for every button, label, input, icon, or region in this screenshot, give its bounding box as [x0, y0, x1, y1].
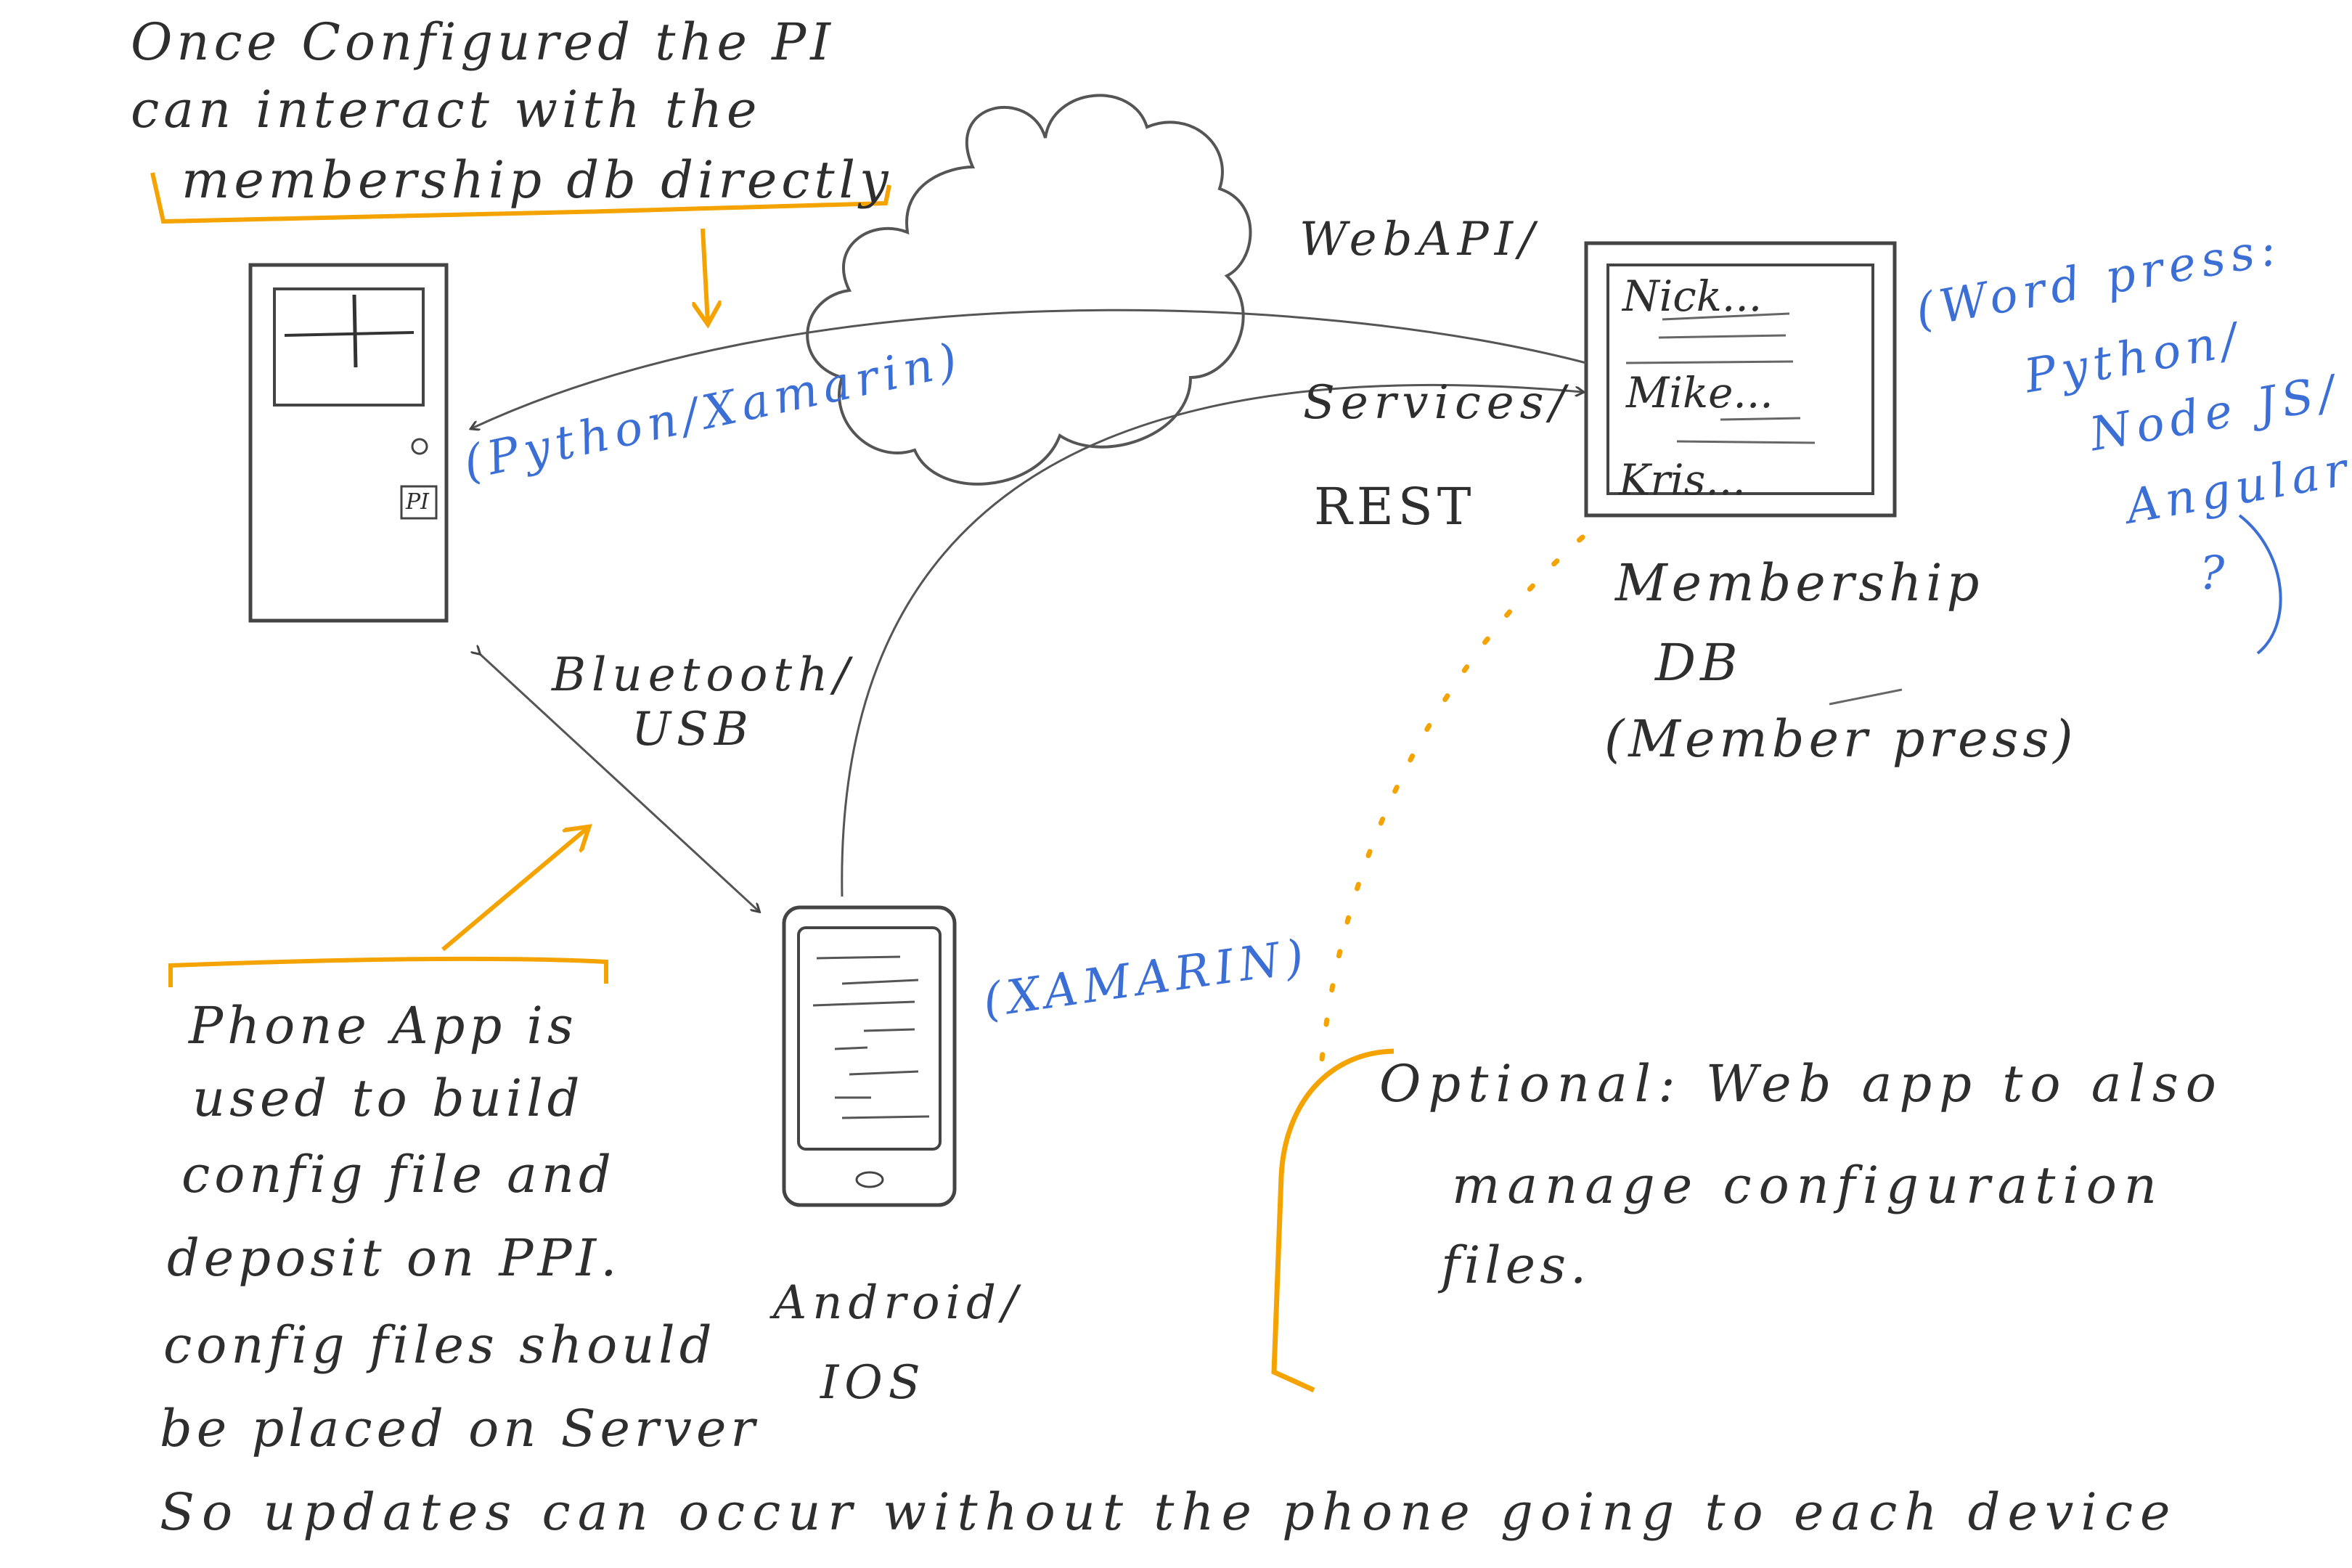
- membership-db-tablet: [1584, 241, 1897, 518]
- phone-caption-line-1: Android/: [773, 1276, 1024, 1330]
- db-caption-line-3: (Member press): [1604, 709, 2078, 769]
- label-rest: REST: [1314, 477, 1476, 536]
- label-bluetooth: Bluetooth/: [552, 648, 855, 702]
- phone-home-button: [855, 1171, 884, 1188]
- db-entry-line: [1658, 334, 1787, 339]
- db-entry-line: [1625, 360, 1794, 364]
- note-bottom-left-line-6: be placed on Server: [160, 1399, 759, 1458]
- phone-screen-line: [834, 1046, 868, 1050]
- pi-screen-cross-v: [352, 294, 358, 368]
- phone-caption-line-2: IOS: [820, 1356, 926, 1410]
- phone-screen-line: [863, 1028, 915, 1032]
- phone-screen-line: [816, 955, 901, 960]
- highlight-brace-optional: [1271, 1048, 1395, 1393]
- note-optional-line-1: Optional: Web app to also: [1379, 1054, 2224, 1114]
- db-entry-mike: Mike...: [1626, 368, 1773, 417]
- note-optional-line-2: manage configuration: [1452, 1156, 2164, 1215]
- note-bottom-left-line-5: config files should: [163, 1315, 716, 1375]
- phone-screen-line: [841, 1115, 930, 1119]
- cloud-shape: [806, 94, 1252, 486]
- phone-device: [782, 905, 957, 1207]
- highlight-bracket-bottom: [168, 956, 608, 987]
- note-bottom-line: So updates can occur without the phone g…: [160, 1482, 2178, 1542]
- note-bottom-left-line-3: config file and: [181, 1145, 616, 1204]
- note-optional-line-3: files.: [1441, 1236, 1591, 1295]
- pi-device: [248, 263, 449, 623]
- pi-tag: PI: [406, 489, 430, 515]
- phone-screen-line: [841, 979, 919, 985]
- db-entry-line: [1676, 440, 1816, 444]
- highlight-arrow-to-bluetooth: [441, 828, 588, 952]
- arrow-db-to-pi: [472, 309, 1587, 428]
- pi-screen: [273, 287, 425, 407]
- note-top-left-line-1: Once Configured the PI: [131, 12, 835, 72]
- note-bottom-left-line-2: used to build: [192, 1069, 584, 1128]
- arrow-bluetooth-link: [479, 653, 759, 911]
- phone-screen-line: [812, 1000, 915, 1007]
- db-entry-line: [1720, 417, 1801, 421]
- press-arrow: [1829, 688, 1903, 706]
- note-top-left-line-3: membership db directly: [181, 150, 893, 210]
- arrow-phone-to-db: [841, 383, 1583, 897]
- label-usb: USB: [632, 703, 754, 756]
- pi-chip: [400, 485, 438, 520]
- pi-status-led: [411, 438, 428, 455]
- db-caption-line-1: Membership: [1615, 553, 1984, 613]
- note-bottom-left-line-1: Phone App is: [189, 996, 578, 1055]
- label-webapi: WebAPI/: [1299, 213, 1540, 266]
- note-bottom-left-line-4: deposit on PPI.: [167, 1228, 621, 1288]
- db-entry-line: [1662, 312, 1790, 321]
- note-top-left-line-2: can interact with the: [131, 80, 761, 139]
- db-entry-nick: Nick...: [1622, 271, 1763, 321]
- db-tech-note-line-5: ?: [2200, 547, 2231, 600]
- pi-screen-cross-h: [284, 331, 415, 337]
- db-entry-kris: Kris...: [1619, 455, 1746, 505]
- db-caption-line-2: DB: [1655, 633, 1742, 693]
- tech-note-brace: [2238, 514, 2282, 655]
- highlight-dotted-link: [1318, 534, 1585, 1070]
- highlight-underline-top: [150, 172, 891, 224]
- label-services: Services/: [1303, 376, 1572, 430]
- highlight-arrow-to-pi: [703, 228, 708, 323]
- phone-screen-line: [849, 1070, 919, 1076]
